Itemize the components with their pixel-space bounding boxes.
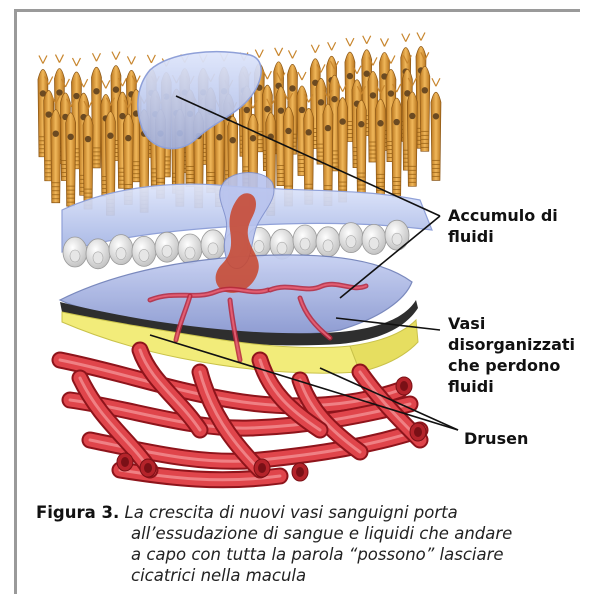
- label-vessels-line3: che perdono: [448, 355, 588, 376]
- rpe-cell: [385, 220, 409, 250]
- label-vessels-line1: Vasi: [448, 313, 588, 334]
- vessel-cut-end: [140, 459, 156, 477]
- figure-caption: Figura 3. La crescita di nuovi vasi sang…: [36, 502, 582, 586]
- vessel-cut-end: [117, 453, 133, 471]
- choroid-vessel-network: [60, 350, 426, 481]
- rpe-cell: [178, 234, 202, 264]
- photoreceptor-cell: [431, 78, 441, 180]
- caption-line1: La crescita di nuovi vasi sanguigni port…: [125, 503, 458, 522]
- vessel-cut-end: [410, 423, 426, 441]
- vessel-cut-end: [396, 377, 412, 395]
- label-vessels-line2: disorganizzati: [448, 334, 588, 355]
- rpe-cell: [201, 230, 225, 260]
- vessel-cut-end: [292, 463, 308, 481]
- rpe-cell: [132, 236, 156, 266]
- caption-figure-number: Figura 3.: [36, 503, 119, 522]
- rpe-cell: [362, 224, 386, 254]
- rpe-cell: [109, 235, 133, 265]
- rpe-cell: [316, 227, 340, 257]
- rpe-cell: [155, 232, 179, 262]
- caption-line3: a capo con tutta la parola “possono” las…: [36, 544, 582, 565]
- caption-line2: all’essudazione di sangue e liquidi che …: [36, 523, 582, 544]
- caption-line4: cicatrici nella macula: [36, 565, 582, 586]
- rpe-cell: [63, 237, 87, 267]
- rpe-cell: [293, 225, 317, 255]
- label-fluid-accumulation: Accumulo di fluidi: [448, 205, 578, 247]
- label-fluid-line2: fluidi: [448, 226, 578, 247]
- label-drusen: Drusen: [464, 428, 528, 449]
- rpe-cell: [339, 223, 363, 253]
- label-vessels-line4: fluidi: [448, 376, 588, 397]
- label-fluid-line1: Accumulo di: [448, 205, 578, 226]
- label-leaking-vessels: Vasi disorganizzati che perdono fluidi: [448, 313, 588, 397]
- blood-vessel: [80, 378, 150, 470]
- rpe-cell: [86, 239, 110, 269]
- vessel-cut-end: [254, 459, 270, 477]
